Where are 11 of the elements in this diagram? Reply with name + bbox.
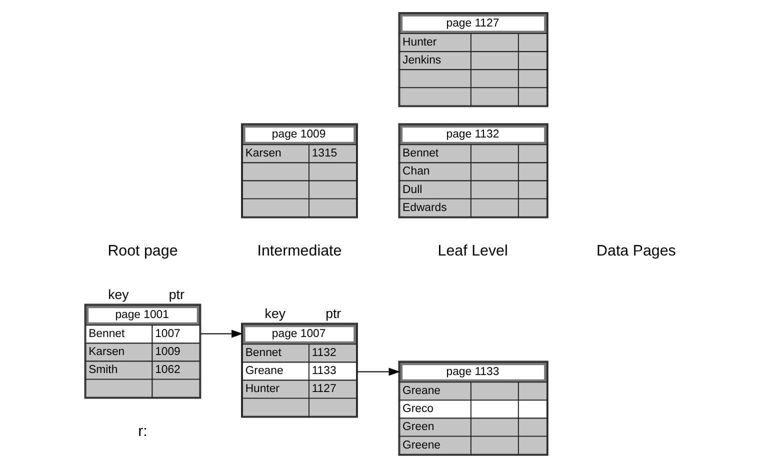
node-label: key	[264, 306, 286, 321]
node-label: key	[108, 286, 129, 302]
label: r:	[138, 423, 148, 440]
label: Intermediate	[257, 242, 342, 260]
label: Root page	[108, 242, 178, 260]
arrow	[200, 330, 243, 338]
arrow	[356, 368, 400, 376]
node-label: ptr	[168, 286, 184, 302]
node-label: ptr	[326, 306, 342, 321]
label: Data Pages	[596, 242, 676, 260]
label: Leaf Level	[438, 242, 508, 260]
